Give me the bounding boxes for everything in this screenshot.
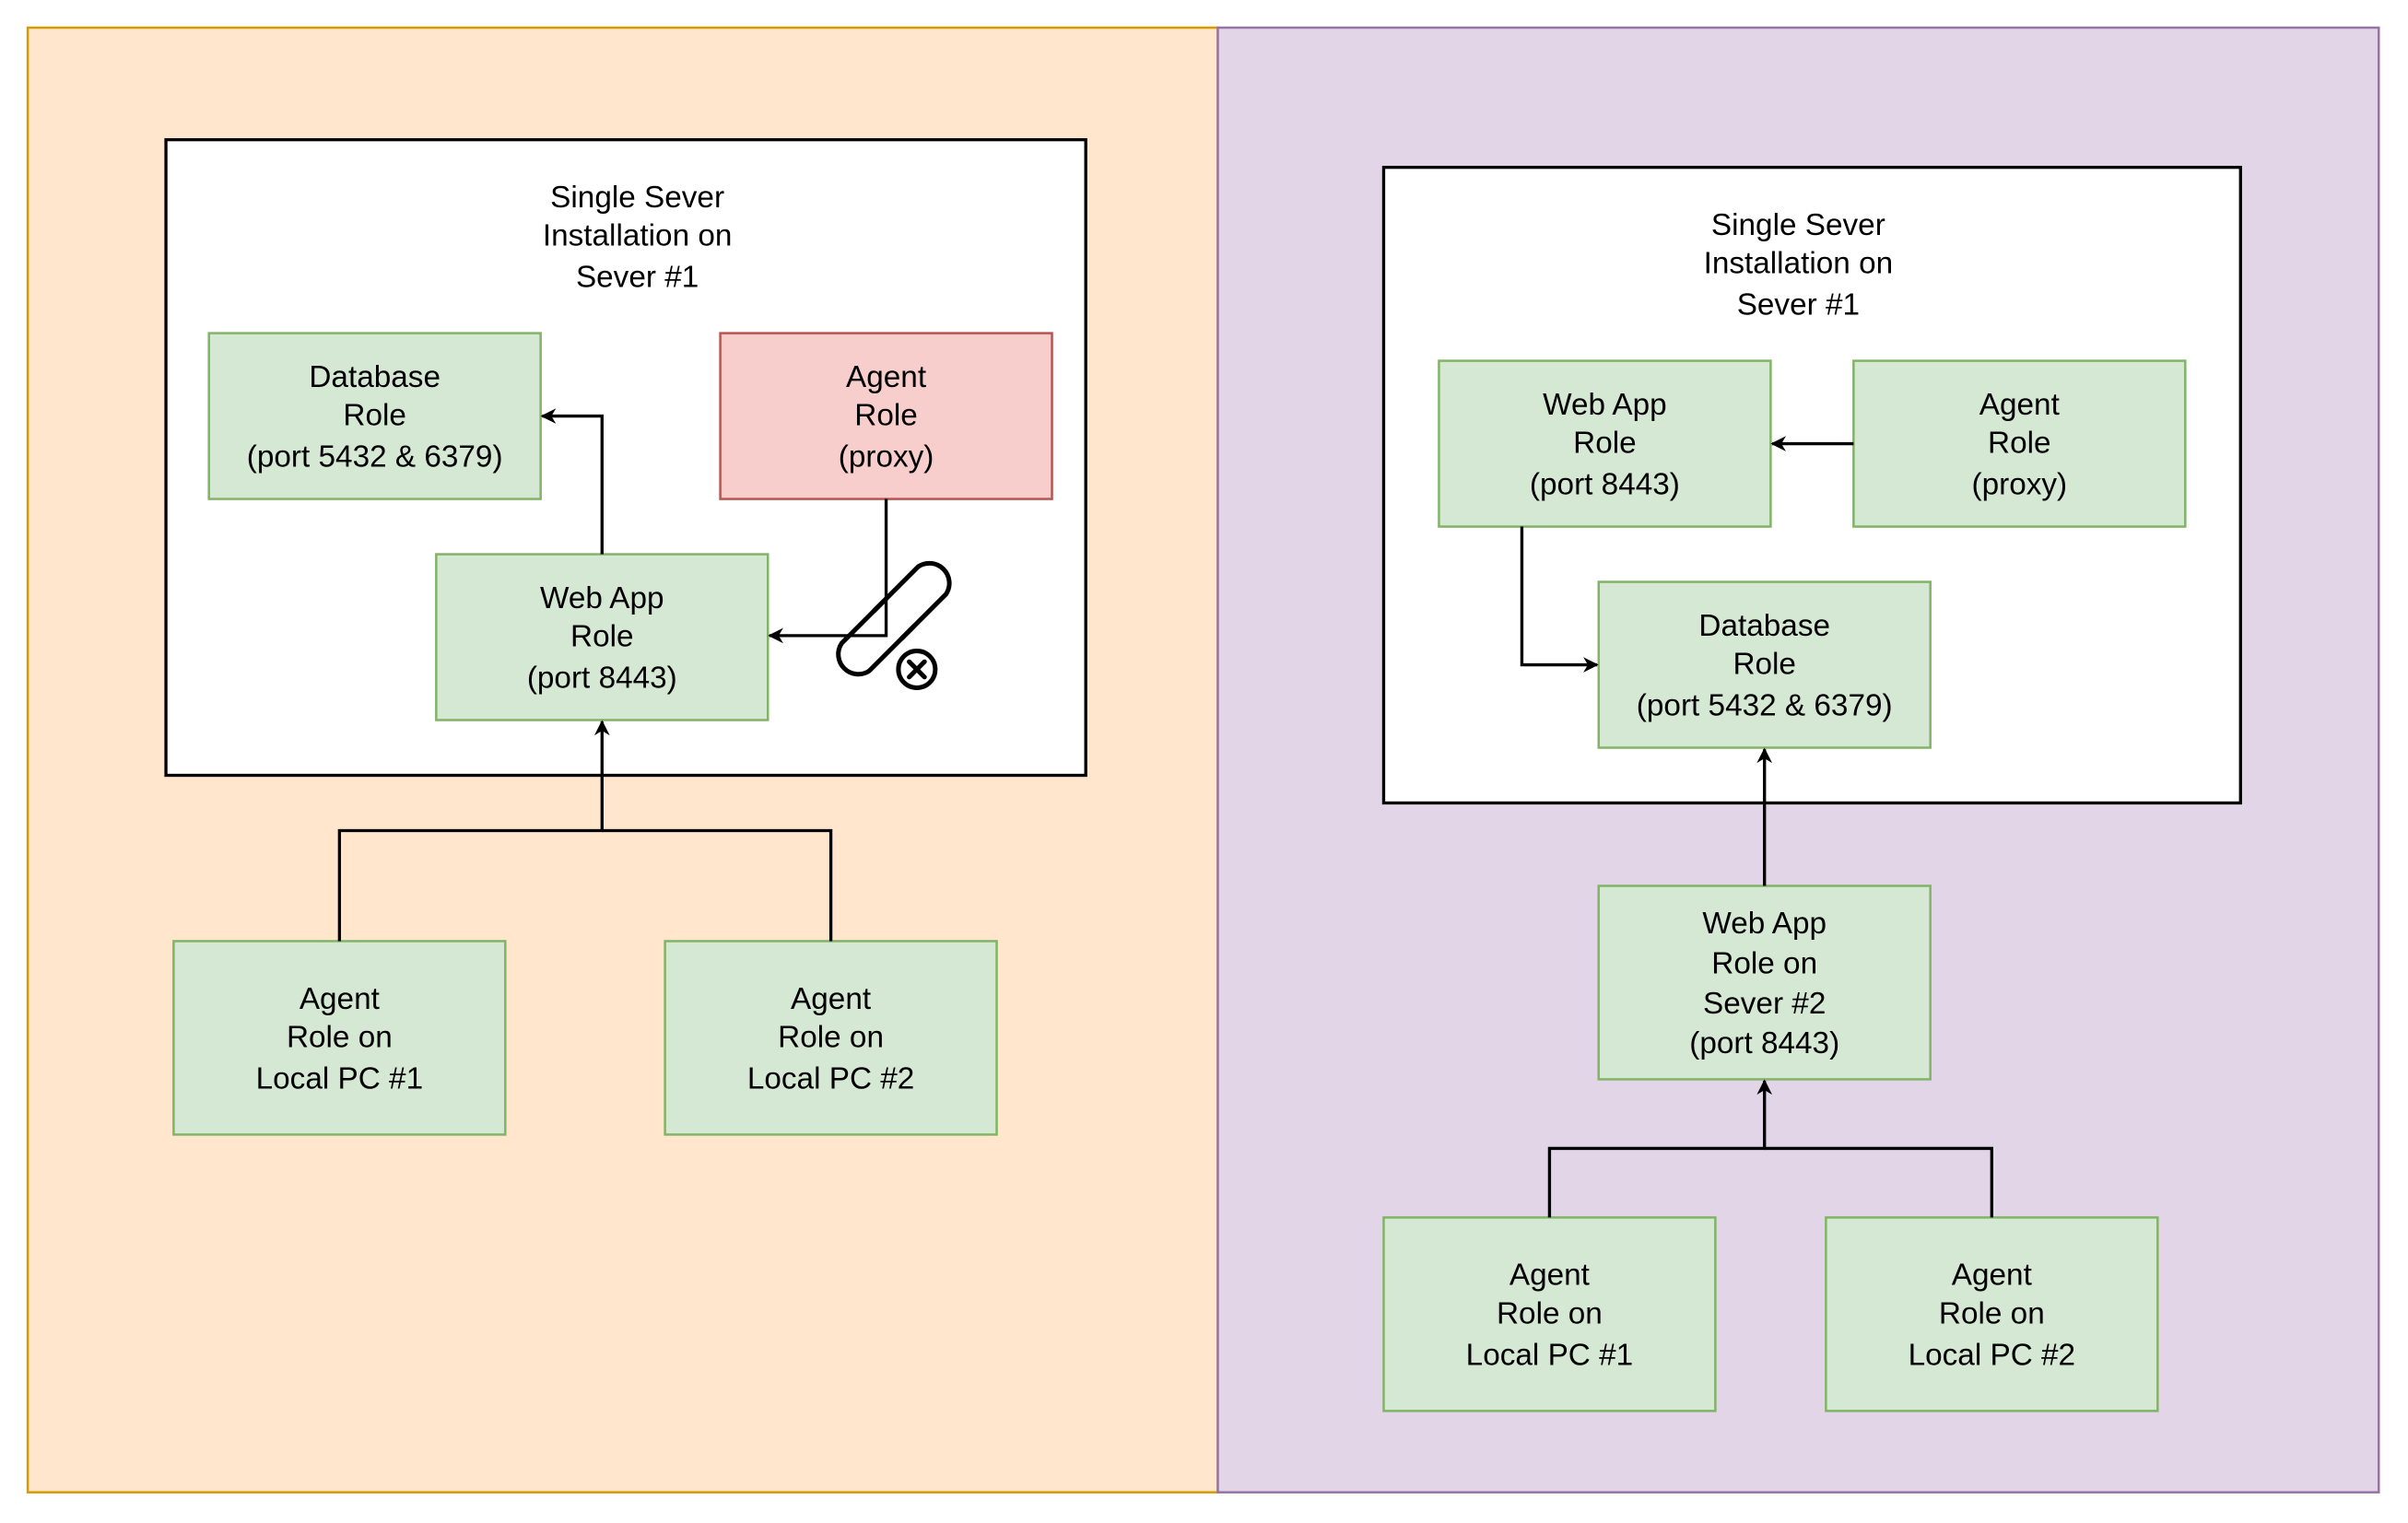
- left-agent-local-pc1[interactable]: Agent Role on Local PC #1: [172, 940, 507, 1136]
- svg-text:Local PC #1: Local PC #1: [1466, 1338, 1633, 1372]
- edge-proxy-to-webapp-broken: [768, 498, 888, 644]
- svg-text:Role: Role: [854, 399, 918, 433]
- svg-text:Agent: Agent: [1952, 1259, 2033, 1293]
- svg-text:Sever #2: Sever #2: [1703, 987, 1826, 1021]
- svg-text:Agent: Agent: [300, 982, 381, 1016]
- right-agent-local-pc2[interactable]: Agent Role on Local PC #2: [1825, 1216, 2159, 1412]
- svg-text:(port 5432 & 6379): (port 5432 & 6379): [1637, 689, 1893, 723]
- edge-webapp-to-database: [1520, 526, 1599, 673]
- svg-text:Sever #1: Sever #1: [576, 261, 699, 295]
- edge-pc2-to-webapp2: [1764, 1146, 1993, 1218]
- edge-pc1-to-webapp2: [1547, 1079, 1773, 1218]
- svg-text:Role on: Role on: [778, 1020, 884, 1054]
- svg-text:Agent: Agent: [791, 982, 872, 1016]
- svg-text:(port 8443): (port 8443): [1530, 468, 1680, 502]
- left-agent-proxy-role[interactable]: Agent Role (proxy): [719, 332, 1053, 500]
- left-container-title: Single Sever Installation on Sever #1: [543, 181, 733, 295]
- svg-text:(proxy): (proxy): [839, 440, 934, 474]
- svg-text:Role on: Role on: [1939, 1296, 2045, 1330]
- svg-text:(port 8443): (port 8443): [1689, 1026, 1839, 1060]
- edge-webapp-to-database: [540, 408, 604, 555]
- right-agent-local-pc1[interactable]: Agent Role on Local PC #1: [1382, 1216, 1717, 1412]
- svg-text:Local PC #2: Local PC #2: [747, 1061, 914, 1095]
- svg-text:Role: Role: [343, 399, 406, 433]
- right-database-role[interactable]: Database Role (port 5432 & 6379): [1597, 580, 1932, 749]
- left-database-role[interactable]: Database Role (port 5432 & 6379): [207, 332, 542, 500]
- svg-text:(port 8443): (port 8443): [527, 662, 677, 696]
- right-container-title: Single Sever Installation on Sever #1: [1704, 208, 1894, 322]
- svg-text:Role on: Role on: [287, 1020, 393, 1054]
- svg-text:Local PC #2: Local PC #2: [1909, 1338, 2075, 1372]
- svg-text:(proxy): (proxy): [1971, 468, 2067, 502]
- edge-pc1-to-webapp: [337, 720, 610, 942]
- svg-text:Installation on: Installation on: [1704, 247, 1894, 281]
- edge-pc2-to-webapp: [602, 828, 833, 942]
- svg-text:Role on: Role on: [1711, 946, 1817, 980]
- svg-text:(port 5432 & 6379): (port 5432 & 6379): [247, 440, 503, 474]
- svg-text:Single Sever: Single Sever: [550, 181, 724, 215]
- broken-link-icon: [836, 560, 952, 691]
- svg-text:Database: Database: [1698, 609, 1830, 643]
- left-agent-local-pc2[interactable]: Agent Role on Local PC #2: [664, 940, 998, 1136]
- svg-text:Role: Role: [1733, 648, 1796, 682]
- svg-text:Role: Role: [1573, 427, 1637, 461]
- right-web-app-role[interactable]: Web App Role (port 8443): [1438, 359, 1772, 528]
- svg-text:Installation on: Installation on: [543, 219, 733, 253]
- svg-text:Agent: Agent: [1509, 1259, 1591, 1293]
- svg-text:Role: Role: [1988, 427, 2051, 461]
- svg-text:Single Sever: Single Sever: [1711, 208, 1885, 242]
- svg-text:Agent: Agent: [846, 360, 927, 394]
- svg-text:Sever #1: Sever #1: [1737, 288, 1860, 322]
- svg-text:Agent: Agent: [1979, 388, 2061, 422]
- svg-text:Role: Role: [570, 620, 634, 654]
- svg-text:Web App: Web App: [540, 581, 664, 615]
- svg-text:Role on: Role on: [1497, 1296, 1603, 1330]
- right-web-app-server2[interactable]: Web App Role on Sever #2 (port 8443): [1597, 885, 1932, 1081]
- svg-text:Web App: Web App: [1702, 907, 1827, 941]
- left-web-app-role[interactable]: Web App Role (port 8443): [435, 553, 769, 721]
- svg-text:Local PC #1: Local PC #1: [256, 1061, 423, 1095]
- svg-text:Web App: Web App: [1543, 388, 1667, 422]
- svg-text:Database: Database: [309, 360, 440, 394]
- right-agent-proxy-role[interactable]: Agent Role (proxy): [1852, 359, 2187, 528]
